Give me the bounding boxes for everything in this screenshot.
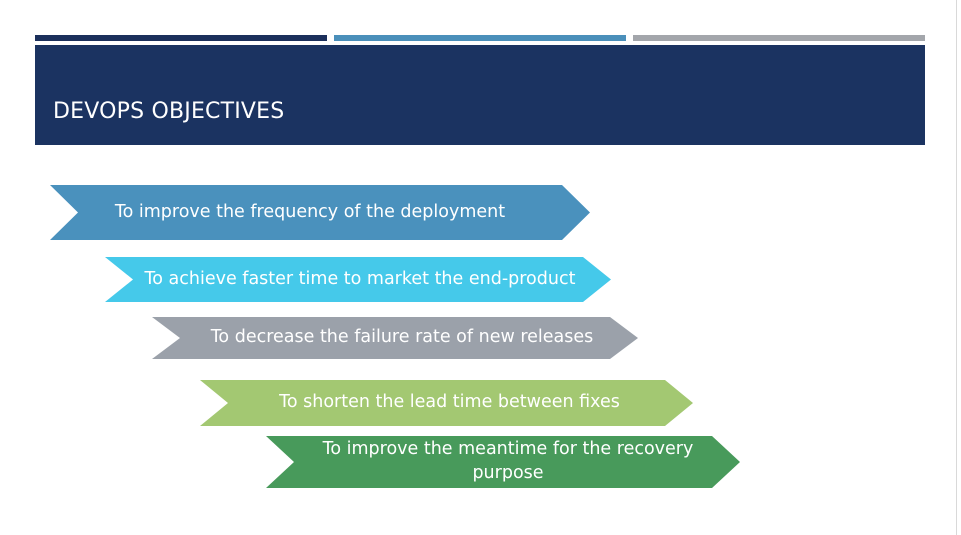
objective-chevron-3: To decrease the failure rate of new rele…: [152, 317, 638, 359]
title-banner: DEVOPS OBJECTIVES: [35, 45, 925, 145]
objective-chevron-5: To improve the meantime for the recovery…: [266, 436, 740, 488]
objective-text-4: To shorten the lead time between fixes: [279, 392, 620, 413]
accent-bar-dark-blue: [35, 35, 327, 41]
objective-text-2: To achieve faster time to market the end…: [144, 268, 576, 289]
objective-text-1: To improve the frequency of the deployme…: [114, 201, 506, 222]
slide-edge: [956, 0, 957, 535]
objective-text-3: To decrease the failure rate of new rele…: [210, 327, 594, 348]
accent-bar-blue: [334, 35, 626, 41]
objective-chevron-4: To shorten the lead time between fixes: [200, 380, 693, 426]
objective-chevron-2: To achieve faster time to market the end…: [105, 257, 611, 302]
objective-chevron-1: To improve the frequency of the deployme…: [50, 185, 590, 240]
objective-text-5: To improve the meantime for the recovery…: [322, 439, 694, 483]
accent-bar-gray: [633, 35, 925, 41]
slide-title: DEVOPS OBJECTIVES: [53, 99, 285, 124]
